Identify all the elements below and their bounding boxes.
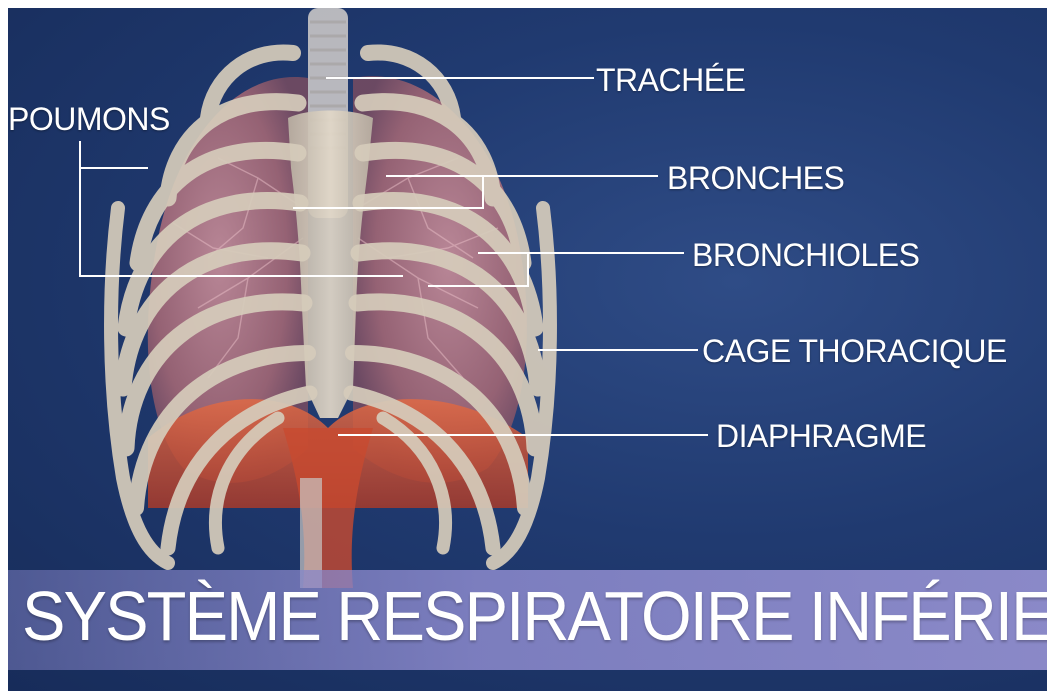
anatomy-illustration: TRACHÉE POUMONS BRONCHES BRONCHIOLES CAG… [8,8,1047,691]
trachee-label: TRACHÉE [596,64,745,96]
cage-thoracique-label: CAGE THORACIQUE [702,335,1007,367]
diaphragme-label: DIAPHRAGME [716,420,926,452]
page-title: SYSTÈME RESPIRATOIRE INFÉRIEUR [22,581,1047,651]
poumons-label: POUMONS [8,103,170,135]
bronches-label: BRONCHES [667,162,844,194]
bronchioles-label: BRONCHIOLES [692,239,919,271]
diaphragm [148,399,528,588]
